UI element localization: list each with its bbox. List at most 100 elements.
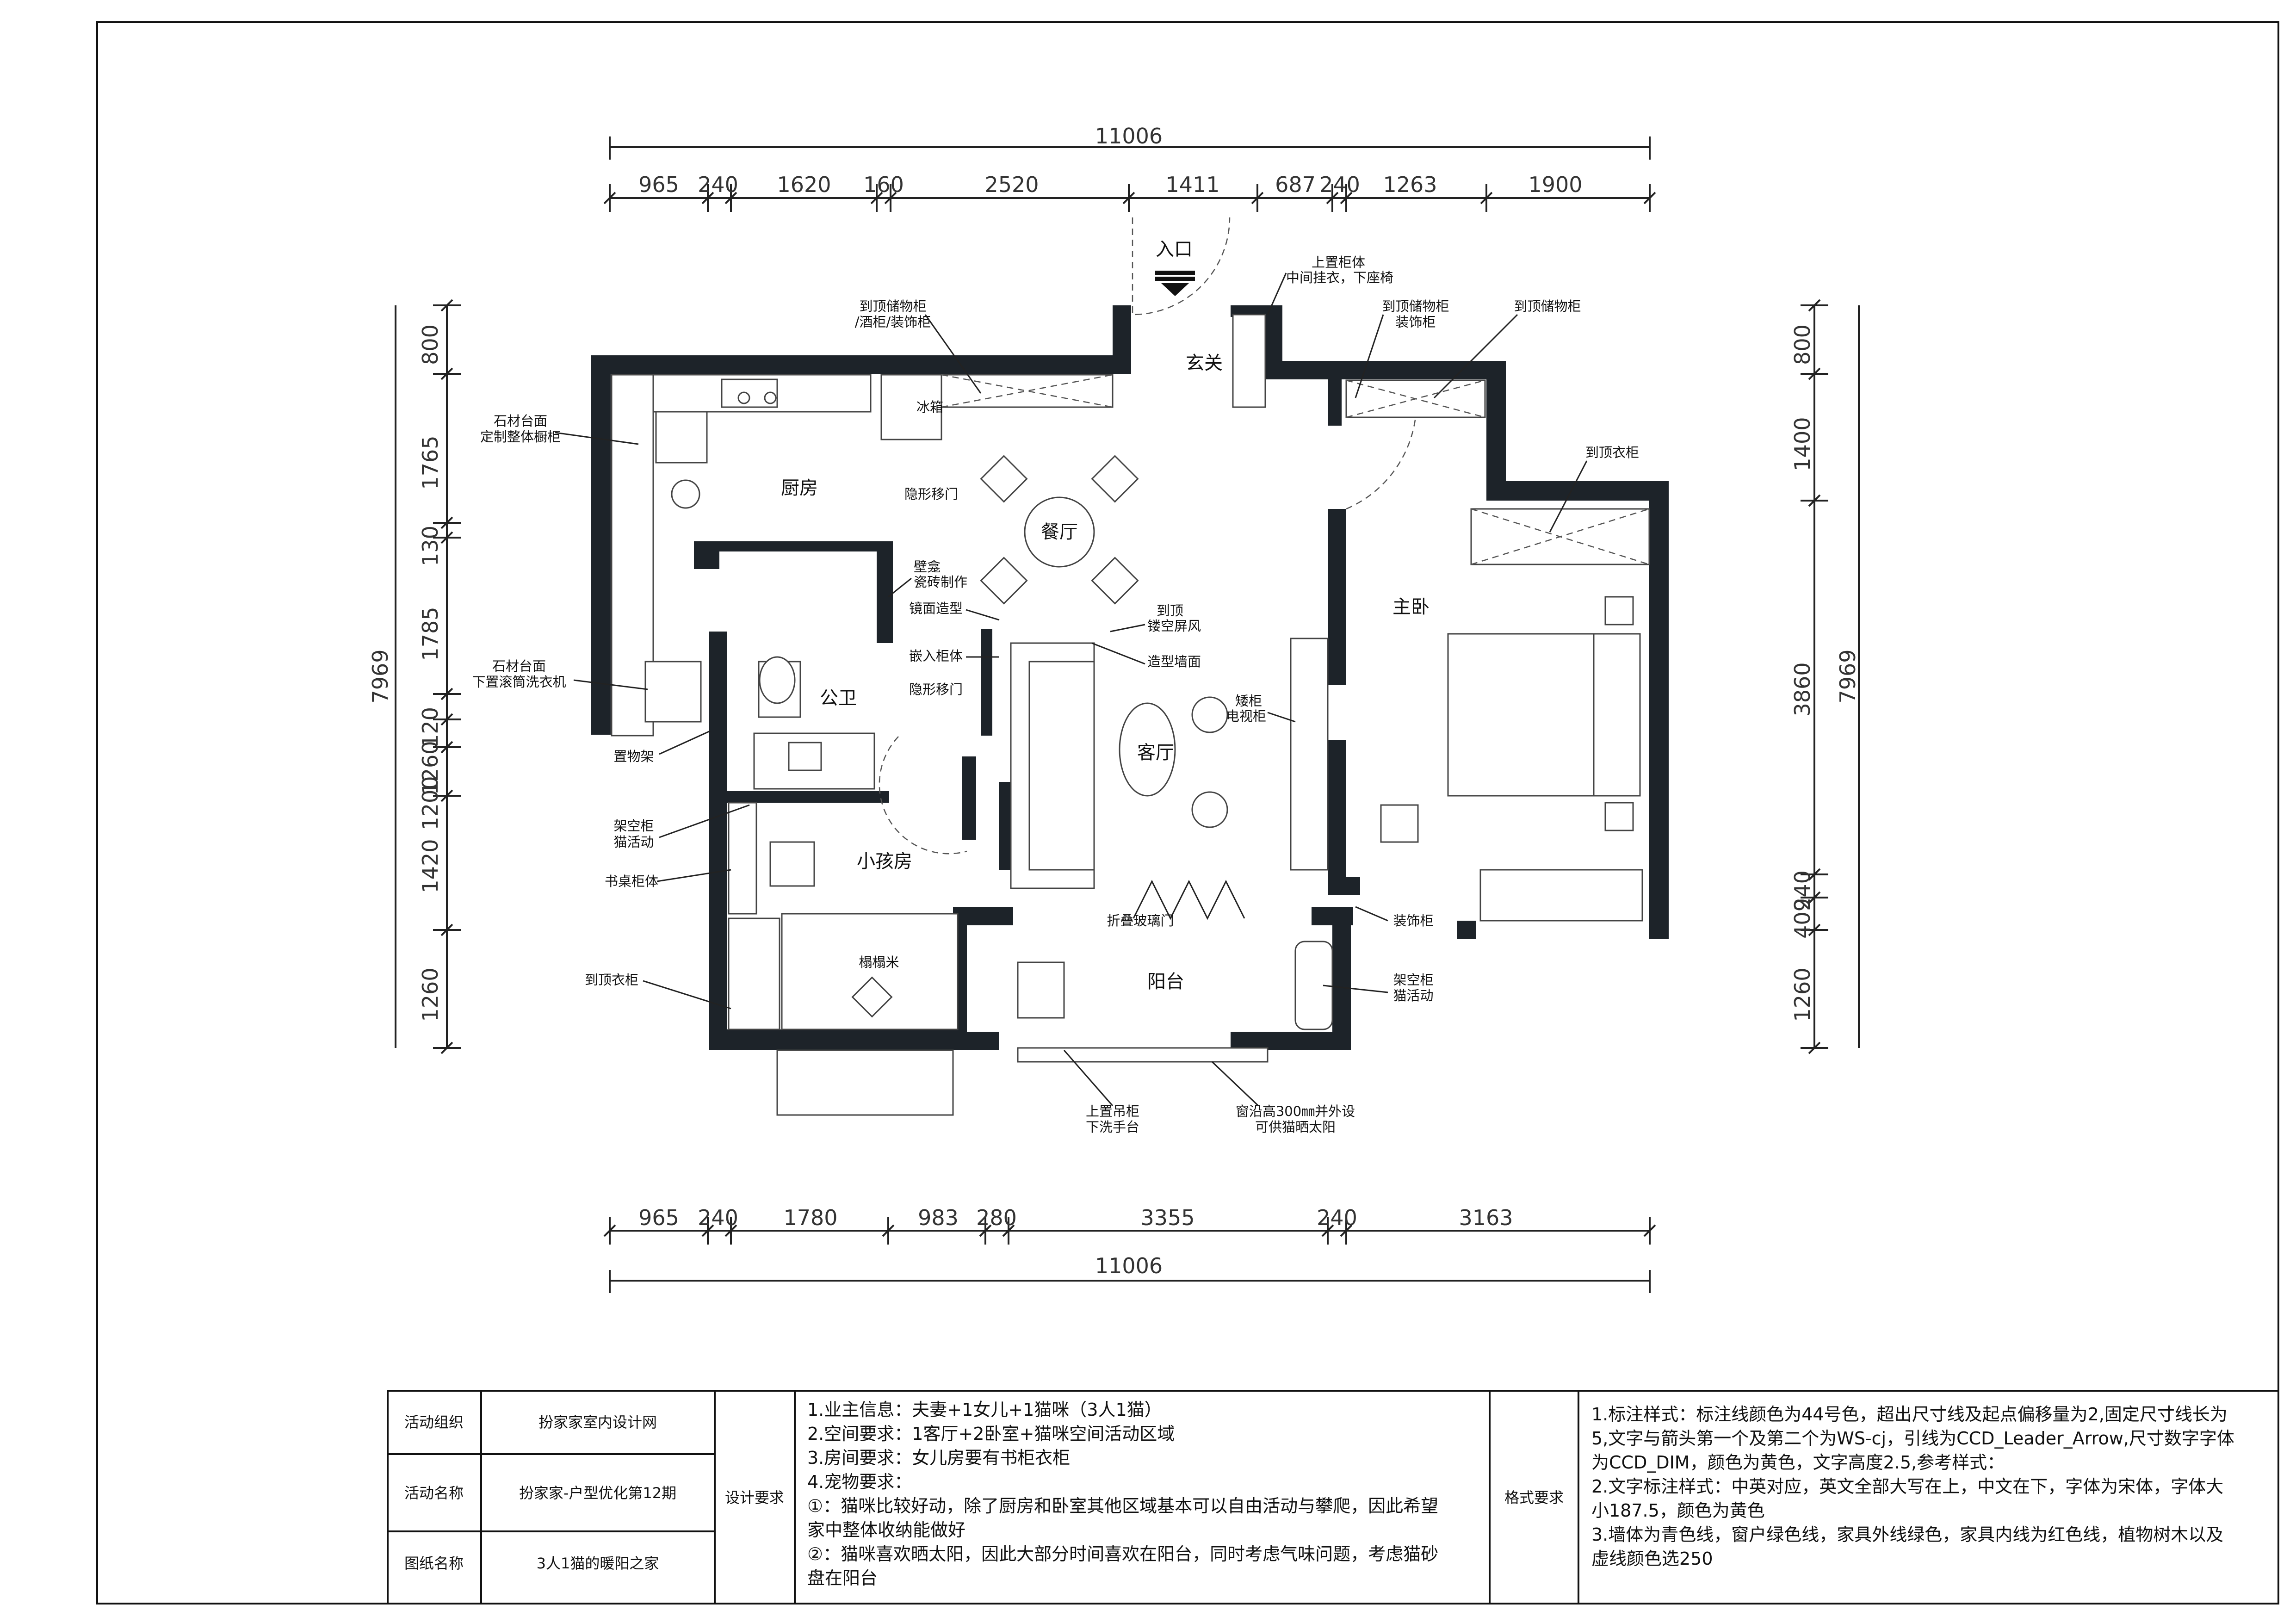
note-wardrobe-master: 到顶衣柜 — [1585, 445, 1639, 460]
dim-right-5: 409 — [1790, 898, 1815, 939]
dim-bottom-5: 280 — [976, 1205, 1017, 1230]
note-storage-top-2: /酒柜/装饰柜 — [855, 314, 931, 330]
dim-bottom-total: 11006 — [1095, 1253, 1163, 1278]
note-mirror: 镜面造型 — [909, 601, 963, 616]
dining-table-icon — [1024, 496, 1095, 568]
tb-format-line-5: 小187.5，颜色为黄色 — [1591, 1500, 1765, 1521]
note-window-sill-2: 可供猫晒太阳 — [1255, 1119, 1336, 1135]
dim-right-3: 3860 — [1790, 662, 1815, 716]
room-labels: 入口 玄关 厨房 餐厅 主卧 公卫 客厅 小孩房 阳台 榻榻米 冰箱 — [781, 239, 1430, 992]
dim-top-3: 1620 — [777, 172, 831, 197]
note-decor-cabinet: 装饰柜 — [1393, 913, 1433, 929]
note-folding-door: 折叠玻璃门 — [1107, 913, 1174, 929]
bed-icon — [1447, 633, 1602, 797]
note-cat-shelf-1a: 架空柜 — [613, 818, 654, 834]
tb-format-line-4: 2.文字标注样式：中英对应，英文全部大写在上，中文在下，字体为宋体，字体大 — [1591, 1476, 2223, 1497]
room-living: 客厅 — [1137, 742, 1174, 763]
room-balcony: 阳台 — [1147, 971, 1184, 992]
dim-right-1: 800 — [1790, 324, 1815, 365]
folding-glass-door — [1133, 880, 1245, 920]
dim-left-3: 130 — [418, 526, 443, 566]
walls — [591, 305, 1669, 1050]
title-block: 活动组织 扮家家室内设计网 活动名称 扮家家-户型优化第12期 图纸名称 3人1… — [387, 1390, 2279, 1604]
dim-top-9: 1263 — [1383, 172, 1437, 197]
toilet-icon — [759, 656, 796, 704]
note-foyer-storage-2: 装饰柜 — [1395, 314, 1436, 330]
tb-design-line-7: ②：猫咪喜欢晒太阳，因此大部分时间喜欢在阳台，同时考虑气味问题，考虑猫砂 — [807, 1544, 1438, 1564]
note-hang-cabinet-2: 下洗手台 — [1086, 1119, 1139, 1135]
note-window-sill-1: 窗沿高300㎜并外设 — [1236, 1103, 1355, 1119]
tb-design-line-3: 3.房间要求：女儿房要有书柜衣柜 — [807, 1448, 1070, 1468]
note-cat-shelf-2b: 猫活动 — [1393, 988, 1433, 1004]
dim-right-2: 1400 — [1790, 417, 1815, 471]
tb-design-req-label: 设计要求 — [725, 1489, 784, 1506]
tb-design-line-1: 1.业主信息：夫妻+1女儿+1猫咪（3人1猫） — [807, 1400, 1162, 1420]
dim-right-4: 240 — [1790, 870, 1815, 911]
note-screen-2: 镂空屏风 — [1147, 618, 1201, 634]
dim-top-1: 965 — [638, 172, 679, 197]
dim-bottom-2: 240 — [698, 1205, 738, 1230]
desk-cabinet — [728, 802, 757, 915]
tb-format-line-6: 3.墙体为青色线，窗户绿色线，家具外线绿色，家具内线为红色线，植物树木以及 — [1591, 1524, 2223, 1545]
dim-top-4: 160 — [863, 172, 904, 197]
room-dining: 餐厅 — [1041, 521, 1078, 543]
dim-bottom-8: 3163 — [1459, 1205, 1513, 1230]
note-storage-top-1: 到顶储物柜 — [859, 298, 926, 314]
note-stone-counter-2b: 下置滚筒洗衣机 — [472, 674, 566, 690]
dim-left-6: 1260 — [418, 741, 443, 795]
dim-top-7: 687 — [1275, 172, 1316, 197]
note-low-cabinet-1: 矮柜 — [1235, 693, 1262, 709]
note-upper-cabinet-1: 上置柜体 — [1312, 254, 1365, 270]
entrance-arrow-icon — [1161, 283, 1189, 296]
tb-format-line-2: 5,文字与箭头第一个及第二个为WS-cj，引线为CCD_Leader_Arrow… — [1591, 1428, 2234, 1449]
room-entrance: 入口 — [1156, 239, 1193, 260]
tb-design-line-2: 2.空间要求：1客厅+2卧室+猫咪空间活动区域 — [807, 1424, 1175, 1444]
note-shelf: 置物架 — [613, 749, 654, 764]
tb-drawing-label: 图纸名称 — [404, 1555, 464, 1572]
tb-design-line-5: ①：猫咪比较好动，除了厨房和卧室其他区域基本可以自由活动与攀爬，因此希望 — [807, 1496, 1438, 1516]
fridge-icon — [880, 374, 942, 440]
room-foyer: 玄关 — [1186, 353, 1223, 374]
dim-left-total: 7969 — [368, 649, 393, 703]
dim-bottom-1: 965 — [638, 1205, 679, 1230]
tb-org-value: 扮家家室内设计网 — [538, 1413, 657, 1431]
dim-top-total: 11006 — [1095, 124, 1163, 149]
room-bath: 公卫 — [820, 688, 857, 709]
tb-design-line-8: 盘在阳台 — [807, 1568, 878, 1588]
room-master: 主卧 — [1392, 596, 1430, 618]
dim-bottom-7: 240 — [1317, 1205, 1357, 1230]
note-niche-2: 瓷砖制作 — [914, 574, 967, 590]
dim-top-5: 2520 — [984, 172, 1039, 197]
dimension-lines: 11006 965 240 1620 160 2520 1411 687 240… — [368, 124, 1860, 1293]
tb-design-line-4: 4.宠物要求： — [807, 1472, 912, 1492]
note-screen-1: 到顶 — [1157, 603, 1183, 619]
note-upper-cabinet-2: 中间挂衣，下座椅 — [1286, 270, 1393, 285]
room-kids: 小孩房 — [857, 851, 912, 872]
tb-org-label: 活动组织 — [404, 1413, 464, 1431]
note-built-in: 嵌入柜体 — [909, 648, 963, 664]
fridge-label: 冰箱 — [916, 399, 943, 415]
annotations: 到顶储物柜 /酒柜/装饰柜 上置柜体 中间挂衣，下座椅 到顶储物柜 装饰柜 到顶… — [472, 254, 1639, 1135]
dim-top-2: 240 — [698, 172, 738, 197]
bay-window — [776, 1049, 954, 1116]
coffee-table-icon — [1119, 702, 1176, 797]
note-feature-wall: 造型墙面 — [1147, 654, 1201, 669]
chair-icon — [769, 841, 815, 887]
tb-name-value: 扮家家-户型优化第12期 — [519, 1484, 676, 1502]
note-wardrobe-kids: 到顶衣柜 — [585, 972, 638, 988]
dim-left-4: 1785 — [418, 607, 443, 661]
tb-format-line-7: 虚线颜色选250 — [1591, 1549, 1713, 1569]
window-sill — [1017, 1047, 1269, 1063]
dim-right-total: 7969 — [1835, 649, 1860, 703]
dim-left-7: 1200 — [418, 776, 443, 830]
note-low-cabinet-2: 电视柜 — [1226, 708, 1266, 724]
room-tatami: 榻榻米 — [859, 954, 899, 970]
dim-left-8: 1420 — [418, 839, 443, 893]
tv-cabinet — [1290, 638, 1329, 871]
note-cat-shelf-1b: 猫活动 — [613, 834, 654, 850]
furniture — [611, 217, 1650, 1116]
tb-format-req-label: 格式要求 — [1504, 1489, 1564, 1506]
tb-name-label: 活动名称 — [404, 1484, 464, 1502]
note-cat-shelf-2a: 架空柜 — [1393, 972, 1433, 988]
